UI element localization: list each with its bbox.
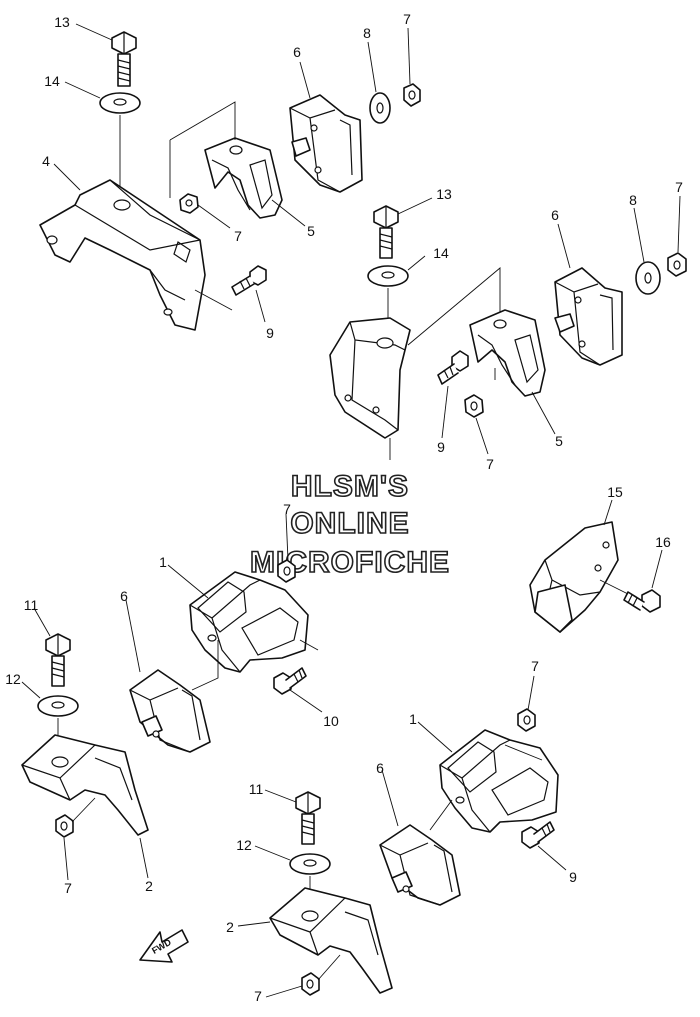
mount-1-right <box>439 729 559 833</box>
washer-8-top-left <box>369 92 391 124</box>
bolt-11-lower <box>295 791 321 845</box>
bracket-2-left <box>21 734 149 836</box>
callout-10: 10 <box>323 713 339 729</box>
mount-5-right <box>469 309 546 397</box>
callout-7: 7 <box>675 179 683 195</box>
callout-6: 6 <box>551 207 559 223</box>
callout-8: 8 <box>629 192 637 208</box>
bolt-9-right <box>437 350 469 385</box>
watermark-line-2: ONLINE <box>290 507 409 540</box>
callout-11: 11 <box>249 781 264 797</box>
damper-6-right <box>554 267 623 366</box>
damper-6-left <box>129 669 211 753</box>
callout-7: 7 <box>486 456 494 472</box>
nut-7-right-lower <box>464 394 484 418</box>
callout-7: 7 <box>531 658 539 674</box>
nut-7-left-bottom <box>55 814 74 838</box>
callout-4: 4 <box>42 153 50 169</box>
nut-7-top-left <box>403 83 421 107</box>
callout-6: 6 <box>376 760 384 776</box>
callout-12: 12 <box>5 671 21 687</box>
callout-2: 2 <box>145 878 153 894</box>
nut-7-lower-right <box>517 708 536 732</box>
nut-7-middle <box>277 559 296 583</box>
callout-9: 9 <box>437 439 445 455</box>
callout-13: 13 <box>436 186 452 202</box>
callout-7: 7 <box>403 11 411 27</box>
cover-15 <box>529 521 619 633</box>
callout-1: 1 <box>159 554 167 570</box>
bolt-13-right <box>373 205 399 259</box>
callout-5: 5 <box>307 223 315 239</box>
callout-2: 2 <box>226 919 234 935</box>
callout-6: 6 <box>120 588 128 604</box>
callout-7: 7 <box>234 228 242 244</box>
callout-numbers: 13 14 4 6 8 7 7 5 9 13 14 6 8 7 5 9 7 15… <box>5 11 683 1004</box>
bracket-right <box>329 317 411 439</box>
callout-14: 14 <box>44 73 60 89</box>
callout-5: 5 <box>555 433 563 449</box>
callout-1: 1 <box>409 711 417 727</box>
washer-12-left <box>37 695 79 717</box>
callout-14: 14 <box>433 245 449 261</box>
callout-8: 8 <box>363 25 371 41</box>
bolt-10 <box>273 667 307 695</box>
callout-9: 9 <box>266 325 274 341</box>
callout-12: 12 <box>236 837 252 853</box>
callout-6: 6 <box>293 44 301 60</box>
bolt-16 <box>623 589 661 613</box>
bracket-4 <box>39 179 206 331</box>
bolt-9-top-left <box>231 265 267 296</box>
callout-7: 7 <box>64 880 72 896</box>
damper-6-top-left <box>289 94 363 193</box>
nut-7-right-top <box>667 252 687 277</box>
callout-11: 11 <box>24 597 39 613</box>
callout-9: 9 <box>569 869 577 885</box>
washer-8-right <box>635 261 661 295</box>
mount-5-top-left <box>204 137 283 219</box>
washer-14-right <box>367 265 409 287</box>
bracket-2-lower <box>269 887 393 994</box>
callout-16: 16 <box>655 534 671 550</box>
bolt-13-top-left <box>111 31 137 87</box>
callout-15: 15 <box>607 484 623 500</box>
callout-13: 13 <box>54 14 70 30</box>
nut-7-upper-left <box>179 193 199 214</box>
damper-6-lower <box>379 824 461 906</box>
washer-14-top-left <box>99 92 141 114</box>
mount-1-left <box>189 571 309 673</box>
fwd-arrow-icon: FWD <box>139 929 189 963</box>
nut-7-lower-bottom <box>301 972 320 996</box>
callout-leaders <box>21 23 681 998</box>
callout-7: 7 <box>254 988 262 1004</box>
bolt-9-lower-right <box>521 821 555 849</box>
callout-7: 7 <box>283 501 291 517</box>
bolt-11-left <box>45 633 71 687</box>
watermark-line-1: HLSM'S <box>291 470 409 503</box>
watermark: HLSM'S ONLINE MICROFICHE <box>249 469 450 580</box>
washer-12-lower <box>289 853 331 875</box>
